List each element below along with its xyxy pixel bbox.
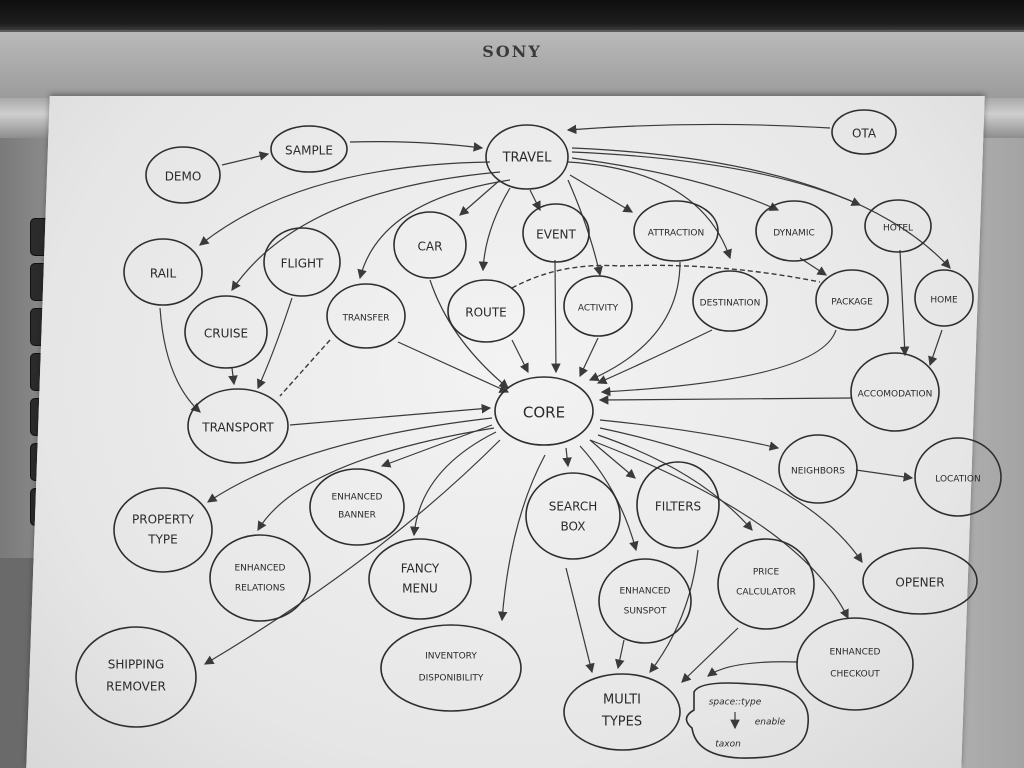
node-label: CORE [523,404,565,422]
node-label: SAMPLE [285,144,333,158]
node-flight: FLIGHT [263,227,341,297]
node-label: ACCOMODATION [858,390,933,400]
node-attraction: ATTRACTION [633,200,719,262]
node-label: FLIGHT [281,257,324,271]
node-label: DYNAMIC [773,229,815,239]
node-label: LOCATION [935,475,981,485]
node-sample: SAMPLE [270,125,348,173]
note-line: space::type [709,698,762,708]
laptop-brand-logo: SONY [482,42,542,61]
node-cruise: CRUISE [184,295,268,369]
node-label: PROPERTY [132,513,195,527]
node-label: RAIL [150,267,177,281]
node-transport: TRANSPORT [187,388,289,464]
node-search-box: SEARCH BOX [525,472,621,560]
node-label: MULTI [603,693,641,708]
node-label: FANCY [401,562,440,576]
node-label: TYPE [147,533,177,547]
node-hotel: HOTEL [864,199,932,253]
node-label: SEARCH [549,500,598,514]
node-label: CALCULATOR [736,588,796,598]
node-shipping-remover: SHIPPING REMOVER [75,626,197,728]
node-label: TRAVEL [502,151,553,166]
node-label: OPENER [895,576,944,590]
node-label: NEIGHBORS [791,467,845,477]
multi-types-note: space::type enable taxon [685,682,809,759]
node-label: SUNSPOT [624,607,667,617]
node-filters: FILTERS [636,461,720,549]
node-destination: DESTINATION [692,270,768,332]
node-inventory-disponibility: INVENTORY DISPONIBILITY [380,624,522,712]
node-enhanced-checkout: ENHANCED CHECKOUT [796,617,914,711]
node-label: DESTINATION [700,299,761,309]
node-label: FILTERS [655,500,701,514]
node-label: ENHANCED [332,493,383,503]
node-demo: DEMO [145,146,221,204]
node-opener: OPENER [862,547,978,615]
node-label: TYPES [601,715,642,730]
node-label: PACKAGE [831,298,873,308]
node-label: ENHANCED [830,648,881,658]
node-travel: TRAVEL [485,124,569,190]
node-route: ROUTE [447,279,525,343]
node-fancy-menu: FANCY MENU [368,538,472,620]
node-label: BANNER [338,511,376,521]
node-car: CAR [393,211,467,279]
node-enhanced-banner: ENHANCED BANNER [309,468,405,546]
node-label: CHECKOUT [830,670,880,680]
node-label: ENHANCED [620,587,671,597]
node-label: TRANSFER [341,314,389,324]
node-label: TRANSPORT [201,421,274,435]
node-package: PACKAGE [815,269,889,331]
node-label: ROUTE [465,306,506,320]
node-label: MENU [402,582,438,596]
node-dynamic: DYNAMIC [755,200,833,262]
node-label: DEMO [165,170,202,184]
node-home: HOME [914,269,974,327]
chevron-links [279,264,821,397]
node-label: SHIPPING [108,658,164,672]
node-event: EVENT [522,203,590,263]
note-line: taxon [715,740,741,750]
node-label: ENHANCED [235,564,286,574]
edges [159,123,951,683]
node-property-type: PROPERTY TYPE [113,487,213,573]
node-label: CAR [418,240,443,254]
node-ota: OTA [831,109,897,155]
node-label: ATTRACTION [648,229,704,239]
node-label: EVENT [536,228,576,242]
node-label: ACTIVITY [578,304,619,314]
laptop-bezel [0,30,1024,102]
node-price-calculator: PRICE CALCULATOR [717,538,815,630]
node-enhanced-sunspot: ENHANCED SUNSPOT [598,558,692,644]
note-line: enable [755,718,786,728]
node-label: RELATIONS [235,584,286,594]
node-activity: ACTIVITY [563,275,633,337]
node-neighbors: NEIGHBORS [778,434,858,504]
node-label: HOME [930,296,958,306]
node-label: HOTEL [883,224,913,234]
node-label: INVENTORY [425,652,477,662]
node-label: OTA [852,127,877,141]
node-label: CRUISE [204,327,248,341]
node-label: DISPONIBILITY [419,674,484,684]
node-core: CORE [494,376,594,446]
node-label: PRICE [753,568,780,578]
node-location: LOCATION [914,437,1002,517]
node-rail: RAIL [123,238,203,306]
node-label: BOX [561,520,586,534]
node-accomodation: ACCOMODATION [850,352,940,432]
node-multi-types: MULTI TYPES [563,673,681,751]
node-transfer: TRANSFER [326,283,406,349]
node-enhanced-relations: ENHANCED RELATIONS [209,534,311,622]
node-label: REMOVER [106,680,166,694]
